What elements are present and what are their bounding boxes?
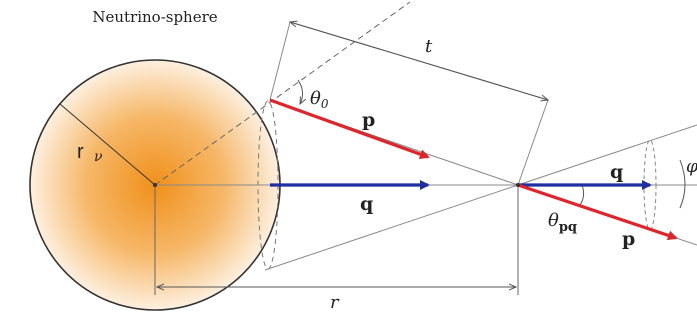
diagram-title: Neutrino-sphere	[92, 8, 217, 26]
t-box-left	[269, 21, 291, 101]
t-dimension-arrow	[290, 22, 548, 100]
label-t: t	[425, 36, 433, 57]
radius-line	[59, 103, 156, 186]
label-q-incoming: q	[360, 193, 373, 215]
phi-arc	[679, 159, 686, 209]
cone-diverge-upper	[517, 124, 697, 186]
sphere-center-dot	[153, 183, 157, 187]
p-vector-incoming	[269, 98, 430, 159]
theta-pq-arc	[579, 184, 585, 206]
label-q-outgoing: q	[610, 161, 623, 183]
label-r-nu: r ν	[77, 139, 103, 165]
p-vector-outgoing	[517, 183, 678, 241]
t-box-right	[517, 99, 549, 186]
label-p-outgoing: p	[622, 228, 635, 250]
label-theta-pq: θpq	[548, 210, 577, 235]
vertex-dot	[516, 183, 520, 187]
theta0-arc	[297, 79, 303, 104]
label-phi: φ	[686, 157, 697, 177]
label-p-incoming: p	[362, 109, 375, 131]
label-r: r	[330, 292, 340, 313]
cone-lower-line	[264, 184, 519, 271]
label-theta0: θ0	[310, 88, 329, 111]
